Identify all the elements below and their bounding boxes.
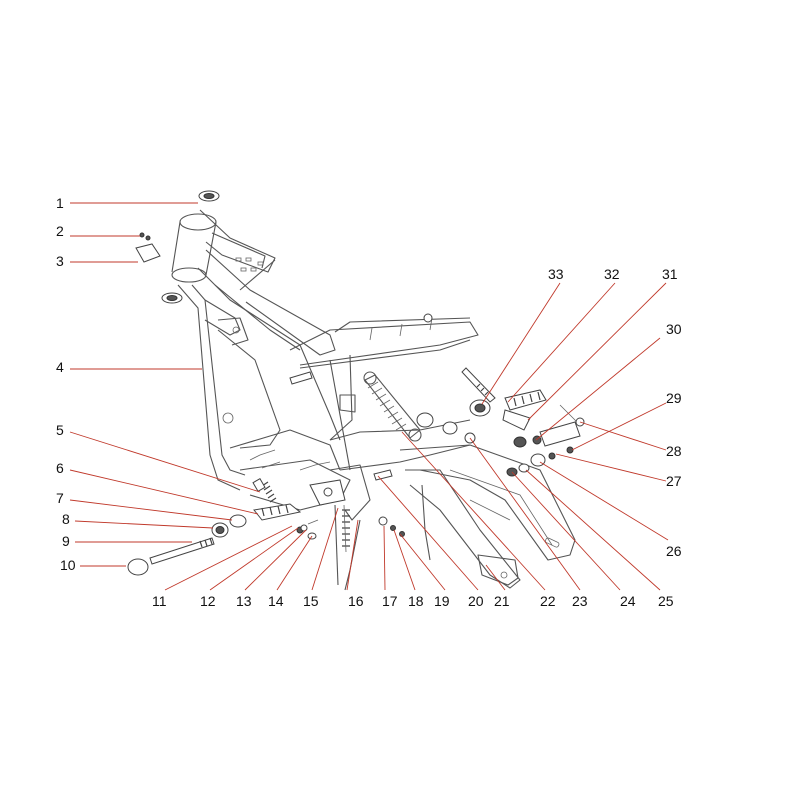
callout-27: 27 xyxy=(666,473,682,489)
leader-21 xyxy=(485,564,506,591)
callout-14: 14 xyxy=(268,593,284,609)
leader-24 xyxy=(511,471,621,591)
washer-part xyxy=(300,524,308,532)
callout-22: 22 xyxy=(540,593,556,609)
leader-5 xyxy=(69,431,261,493)
mount-bolt-part xyxy=(289,371,313,385)
leader-32 xyxy=(507,282,616,403)
callout-19: 19 xyxy=(434,593,450,609)
leader-23 xyxy=(469,437,581,591)
callout-25: 25 xyxy=(658,593,674,609)
callout-16: 16 xyxy=(348,593,364,609)
leader-17 xyxy=(383,525,386,591)
callout-29: 29 xyxy=(666,390,682,406)
parts-drawing xyxy=(127,190,585,576)
callout-23: 23 xyxy=(572,593,588,609)
callout-32: 32 xyxy=(604,266,620,282)
callout-24: 24 xyxy=(620,593,636,609)
callout-15: 15 xyxy=(303,593,319,609)
footpeg-part xyxy=(253,503,302,521)
callout-9: 9 xyxy=(62,533,70,549)
callout-26: 26 xyxy=(666,543,682,559)
leader-22 xyxy=(401,431,546,591)
leader-28 xyxy=(579,421,667,451)
pivot-cap-part xyxy=(127,558,149,576)
callout-20: 20 xyxy=(468,593,484,609)
leader-7 xyxy=(69,499,233,521)
footpeg-spring-part xyxy=(252,477,277,503)
callout-31: 31 xyxy=(662,266,678,282)
callout-3: 3 xyxy=(56,253,64,269)
leader-6 xyxy=(69,469,259,515)
leader-31 xyxy=(527,282,667,421)
pivot-bolt-part xyxy=(149,537,215,565)
leader-33 xyxy=(481,282,561,405)
leader-14 xyxy=(276,535,313,591)
callout-33: 33 xyxy=(548,266,564,282)
leader-12 xyxy=(209,527,299,591)
leader-18 xyxy=(393,529,416,591)
leader-13 xyxy=(244,529,307,591)
callout-10: 10 xyxy=(60,557,76,573)
callout-21: 21 xyxy=(494,593,510,609)
callout-2: 2 xyxy=(56,223,64,239)
swingarm-drawing xyxy=(399,444,576,589)
link-bracket-part xyxy=(539,421,581,447)
leader-29 xyxy=(571,402,667,451)
leader-25 xyxy=(525,469,661,591)
leader-30 xyxy=(535,337,661,441)
callout-7: 7 xyxy=(56,490,64,506)
leader-11 xyxy=(164,525,293,591)
small-nut-part xyxy=(378,516,388,526)
leader-20 xyxy=(377,475,479,591)
callout-11: 11 xyxy=(152,593,167,609)
callout-1: 1 xyxy=(56,195,64,211)
callout-18: 18 xyxy=(408,593,424,609)
bushing-part xyxy=(229,514,247,528)
shock-bolt-part xyxy=(373,469,393,481)
callout-5: 5 xyxy=(56,422,64,438)
callout-numbers: 1 2 3 4 5 6 7 8 9 10 11 12 13 14 15 16 1… xyxy=(56,195,682,609)
callout-13: 13 xyxy=(236,593,252,609)
callout-12: 12 xyxy=(200,593,216,609)
callout-17: 17 xyxy=(382,593,398,609)
callout-28: 28 xyxy=(666,443,682,459)
callout-4: 4 xyxy=(56,359,64,375)
stand-spring-part xyxy=(342,504,350,553)
callout-30: 30 xyxy=(666,321,682,337)
steering-head-tube xyxy=(171,213,217,283)
leader-lines xyxy=(69,202,669,591)
plate-part xyxy=(135,243,161,263)
leader-15 xyxy=(311,507,339,591)
leader-19 xyxy=(399,533,446,591)
callout-6: 6 xyxy=(56,460,64,476)
swingarm-bearing-part xyxy=(416,412,434,428)
leader-26 xyxy=(539,461,669,541)
callout-8: 8 xyxy=(62,511,70,527)
leader-16 xyxy=(346,519,359,591)
leader-8 xyxy=(74,520,214,529)
screw-part xyxy=(139,232,145,238)
leader-27 xyxy=(555,453,667,482)
rear-shock-drawing xyxy=(339,371,422,442)
